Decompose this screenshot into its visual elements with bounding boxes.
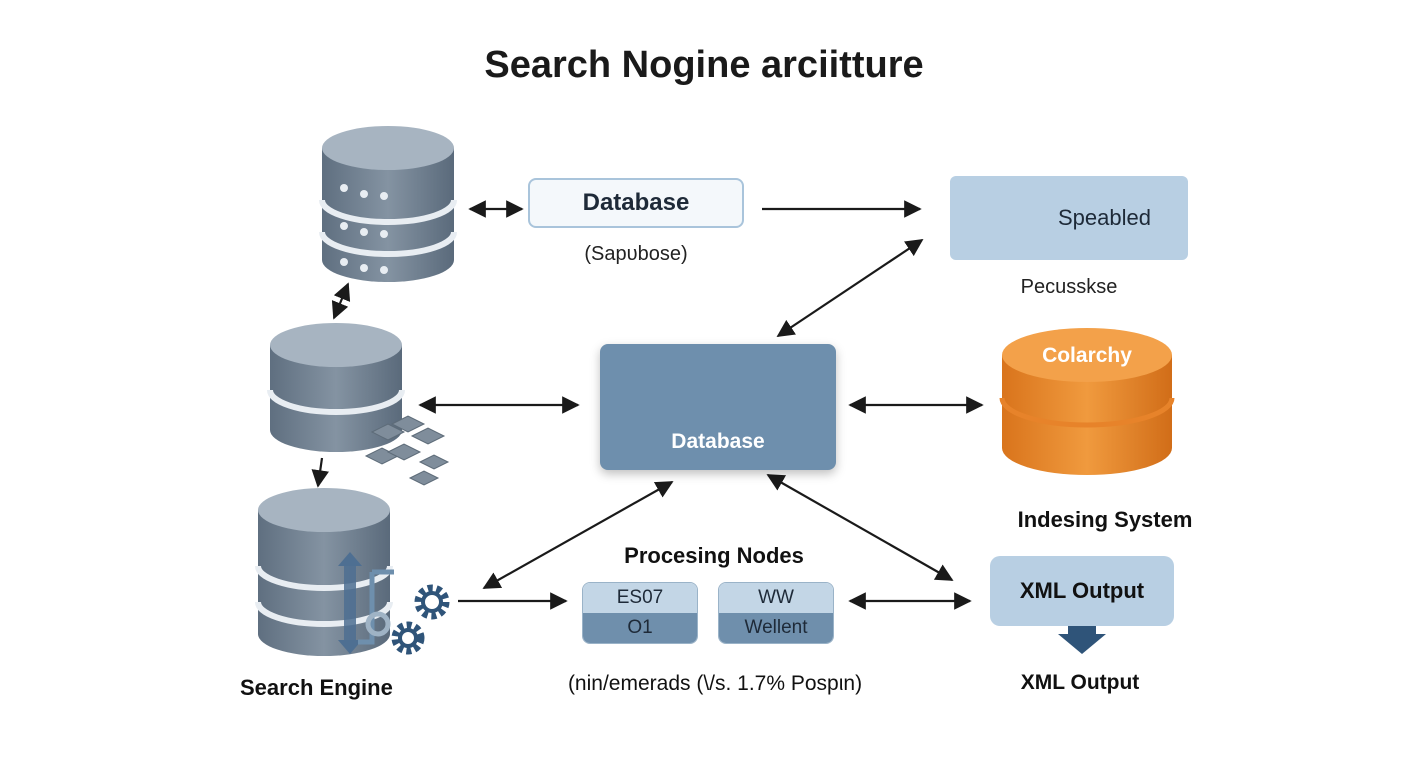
speabled-caption: Pecusskse (1020, 276, 1118, 298)
arrow-hub-to-speabled (776, 239, 924, 337)
database-subtitle: (Sapυbose) (584, 243, 688, 265)
node-bottom-label: Wellent (719, 613, 833, 643)
arrow-search-engine-to-hub (482, 481, 674, 589)
speabled-label: Speabled (1058, 205, 1151, 230)
processing-node-2: WW Wellent (718, 582, 834, 644)
search-engine-label: Search Engine (240, 675, 393, 700)
colarchy-label: Colarchy (1042, 344, 1132, 367)
central-database-label: Database (671, 430, 765, 453)
processing-nodes-title: Procesing Nodes (624, 543, 804, 568)
node-top-label: ES07 (583, 583, 697, 613)
central-database-box (600, 344, 836, 470)
database-cylinder-search-engine (255, 488, 394, 656)
node-bottom-label: O1 (583, 613, 697, 643)
speabled-box (950, 176, 1188, 260)
xml-output-caption: XML Output (1020, 671, 1140, 694)
arrow-top-to-middle-db (331, 282, 351, 320)
arrow-hub-to-xml (766, 474, 954, 581)
xml-output-box: XML Output (990, 556, 1174, 626)
gear-icon (391, 621, 425, 655)
database-cylinder-middle (267, 323, 405, 452)
diagram-title: Search Nogine arciitture (484, 44, 924, 86)
database-cylinder-top (319, 126, 457, 282)
arrow-middle-to-bottom-db (311, 457, 329, 488)
gear-icon (414, 584, 450, 620)
indexing-system-label: Indesing System (1017, 507, 1193, 532)
database-box: Database (528, 178, 744, 228)
processing-note: (nin/emerads (\/s. 1.7% Pospιn) (567, 672, 863, 695)
colarchy-cylinder (999, 328, 1175, 475)
data-blocks-icon (364, 415, 450, 486)
processing-node-1: ES07 O1 (582, 582, 698, 644)
node-top-label: WW (719, 583, 833, 613)
